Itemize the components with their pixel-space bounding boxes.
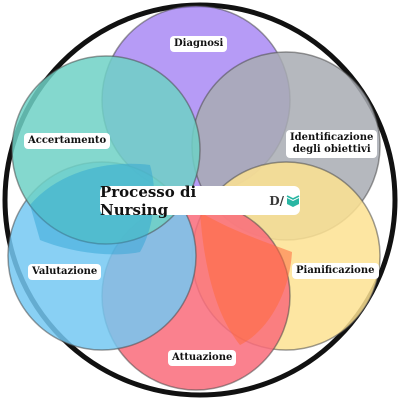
stage-label-attuazione: Attuazione [168, 350, 237, 366]
brand-logo-text: D/ [269, 193, 284, 208]
stage-label-identificazione: Identificazione degli obiettivi [286, 130, 378, 158]
stage-label-accertamento-text: Accertamento [28, 135, 107, 146]
center-title-box: Processo di Nursing D/ [100, 183, 300, 219]
stage-label-pianificazione-text: Pianificazione [296, 265, 375, 276]
stage-label-identificazione-line2: degli obiettivi [292, 144, 371, 155]
book-icon [286, 194, 300, 207]
center-title: Processo di Nursing [100, 182, 197, 219]
stage-label-valutazione-text: Valutazione [32, 266, 98, 277]
stage-label-accertamento: Accertamento [24, 133, 111, 149]
stage-label-diagnosi-text: Diagnosi [174, 38, 224, 49]
stage-label-pianificazione: Pianificazione [292, 263, 379, 279]
overlap-attuazione-pianificazione [200, 212, 292, 345]
stage-label-attuazione-text: Attuazione [172, 352, 233, 363]
stage-label-valutazione: Valutazione [28, 264, 102, 280]
brand-logo: D/ [269, 194, 300, 208]
stage-label-identificazione-line1: Identificazione [290, 132, 374, 143]
stage-label-diagnosi: Diagnosi [170, 36, 228, 52]
